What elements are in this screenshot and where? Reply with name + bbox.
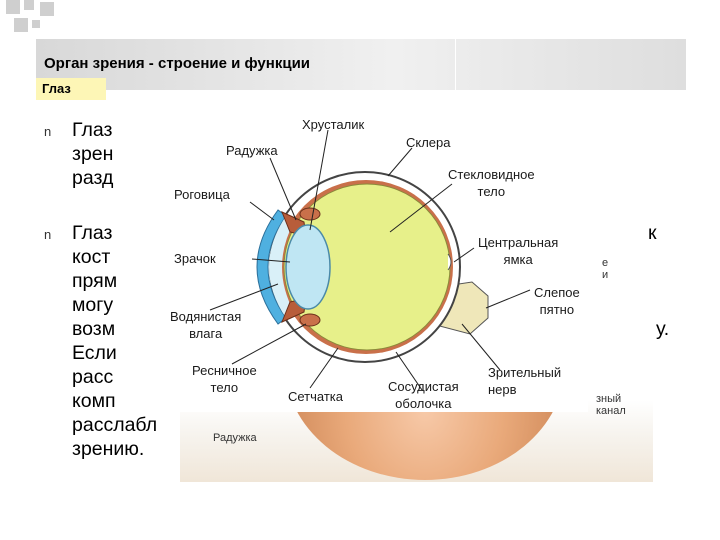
slide-title: Орган зрения - строение и функции (44, 55, 311, 72)
background-eye-photo (180, 400, 653, 482)
leader-ciliary (231, 323, 307, 365)
label-cornea: Роговица (174, 187, 230, 202)
leader-retina (309, 347, 339, 389)
label-choroid: Сосудистая оболочка (388, 379, 459, 411)
eye-diagram: Хрусталик Радужка Склера Стекловидное те… (170, 112, 588, 412)
label-sclera: Склера (406, 135, 451, 150)
label-blind-spot: Слепое пятно (534, 285, 580, 317)
fovea-shape (447, 253, 452, 271)
leader-vitreous (389, 183, 453, 233)
photo-label-fragment: е и (602, 257, 609, 281)
aqueous-shape (269, 216, 294, 318)
bullet-text-1: Глаз зрен разд (72, 119, 114, 189)
lens-photo (285, 400, 565, 480)
label-pupil: Зрачок (174, 251, 216, 266)
leader-optic-nerve (461, 323, 501, 371)
leader-blind-spot (485, 289, 531, 309)
label-vitreous: Стекловидное тело (448, 167, 535, 199)
title-band (36, 39, 686, 90)
label-iris: Радужка (226, 143, 278, 158)
leader-lines (209, 129, 531, 391)
bullet-text-fragment: к (648, 222, 657, 244)
title-divider (455, 39, 456, 90)
slide-subtitle: Глаз (36, 78, 106, 100)
leader-choroid (395, 351, 423, 391)
label-fovea: Центральная ямка (478, 235, 559, 267)
ciliary-top-shape (299, 207, 321, 221)
bullet-text-2: Глаз кост прям могу возм Если расс комп … (72, 222, 158, 460)
label-optic-nerve: Зрительный нерв (488, 365, 562, 397)
leader-aqueous (209, 283, 279, 311)
label-retina: Сетчатка (288, 389, 344, 404)
eye-diagram-svg (209, 129, 531, 391)
label-aqueous: Водянистая влага (170, 309, 242, 341)
leader-fovea (453, 247, 475, 263)
label-lens: Хрусталик (302, 117, 365, 132)
leader-lens (309, 129, 329, 231)
label-ciliary: Ресничное тело (192, 363, 257, 395)
decorative-squares (6, 0, 66, 46)
photo-label-iris: Радужка (213, 432, 257, 444)
bullet-marker: n (44, 227, 52, 242)
leader-pupil (251, 258, 291, 263)
bullet-text-fragment: у. (656, 318, 670, 340)
bullet-marker: n (44, 124, 52, 139)
ciliary-bottom-shape (299, 313, 321, 327)
lens-shape (285, 224, 331, 310)
leader-sclera (387, 147, 413, 177)
photo-label-canal: зный канал (596, 393, 626, 417)
leader-iris (269, 157, 297, 221)
leader-cornea (249, 201, 275, 221)
